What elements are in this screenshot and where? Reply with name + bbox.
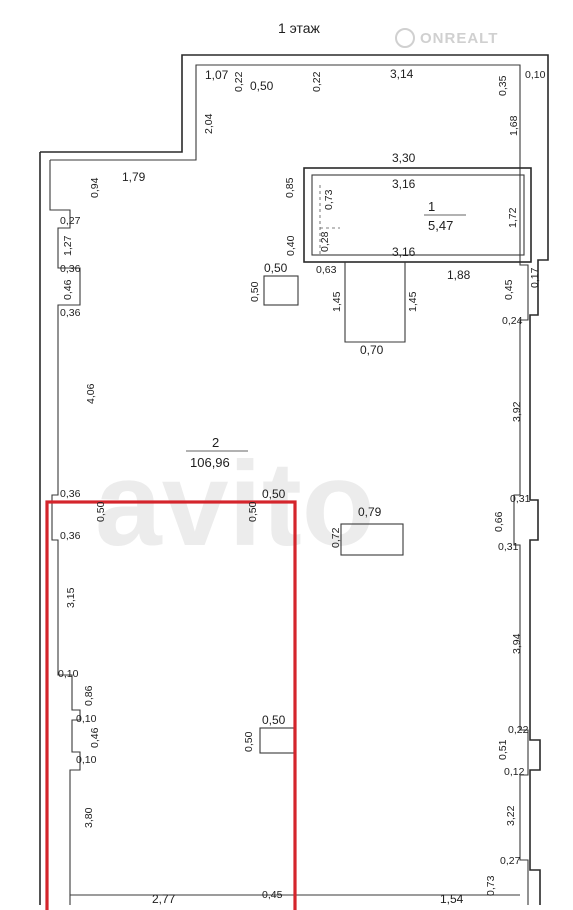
dim-label: 0,22 bbox=[233, 71, 245, 92]
dim-label: 0,66 bbox=[493, 511, 505, 532]
dim-label: 0,46 bbox=[62, 279, 74, 300]
column-upper bbox=[263, 275, 299, 306]
dim-label: 0,50 bbox=[95, 501, 107, 522]
dim-label: 0,50 bbox=[264, 261, 288, 275]
dim-label: 3,80 bbox=[83, 807, 95, 828]
dim-label: 1,88 bbox=[447, 268, 471, 282]
dim-label: 0,50 bbox=[262, 487, 286, 501]
dim-label: 0,22 bbox=[508, 724, 529, 736]
dim-label: 3,16 bbox=[392, 245, 416, 259]
column-middle bbox=[340, 523, 404, 556]
niche-outline bbox=[344, 262, 406, 343]
dim-label: 0,86 bbox=[83, 685, 95, 706]
dim-label: 0,10 bbox=[58, 668, 79, 680]
dim-label: 0,50 bbox=[243, 731, 255, 752]
dim-label: 0,73 bbox=[485, 875, 497, 896]
dim-label: 0,24 bbox=[502, 315, 523, 327]
dim-label: 1,79 bbox=[122, 170, 146, 184]
dim-label: 1,68 bbox=[508, 115, 520, 136]
watermark-brand: ONREALT bbox=[420, 30, 498, 47]
watermark-logo-icon bbox=[395, 28, 415, 48]
dim-label: 0,70 bbox=[360, 343, 384, 357]
dim-label: 1,45 bbox=[331, 291, 343, 312]
dim-label: 1,07 bbox=[205, 68, 229, 82]
room-1-area: 5,47 bbox=[428, 218, 453, 233]
dim-label: 0,12 bbox=[504, 766, 525, 778]
dim-label: 1,54 bbox=[440, 892, 464, 906]
dim-label: 0,17 bbox=[529, 267, 541, 288]
dim-label: 0,94 bbox=[89, 177, 101, 198]
dim-label: 0,51 bbox=[497, 739, 509, 760]
dim-label: 3,22 bbox=[505, 805, 517, 826]
dim-label: 0,10 bbox=[76, 754, 97, 766]
dim-label: 1,72 bbox=[507, 207, 519, 228]
dim-label: 3,14 bbox=[390, 67, 414, 81]
dim-label: 0,50 bbox=[247, 501, 259, 522]
dim-label: 0,63 bbox=[316, 264, 337, 276]
dim-label: 0,27 bbox=[500, 855, 521, 867]
dim-label: 0,31 bbox=[510, 493, 531, 505]
dim-label: 0,73 bbox=[323, 189, 335, 210]
dim-label: 0,27 bbox=[60, 215, 81, 227]
dim-label: 0,46 bbox=[89, 727, 101, 748]
dim-label: 0,31 bbox=[498, 541, 519, 553]
dim-label: 3,92 bbox=[511, 401, 523, 422]
dim-label: 0,36 bbox=[60, 488, 81, 500]
dim-label: 0,36 bbox=[60, 530, 81, 542]
dim-label: 0,45 bbox=[262, 889, 283, 901]
dim-label: 0,35 bbox=[497, 75, 509, 96]
dim-label: 0,36 bbox=[60, 307, 81, 319]
highlight-frame bbox=[45, 500, 297, 910]
dim-label: 0,28 bbox=[319, 231, 331, 252]
dim-label: 0,45 bbox=[503, 279, 515, 300]
dim-label: 0,50 bbox=[262, 713, 286, 727]
dim-label: 3,30 bbox=[392, 151, 416, 165]
dim-label: 4,06 bbox=[85, 383, 97, 404]
dim-label: 3,16 bbox=[392, 177, 416, 191]
dim-label: 0,10 bbox=[76, 713, 97, 725]
dim-label: 0,79 bbox=[358, 505, 382, 519]
dim-label: 3,15 bbox=[65, 587, 77, 608]
column-lower bbox=[259, 727, 295, 754]
floor-title: 1 этаж bbox=[278, 20, 321, 36]
dim-label: 0,50 bbox=[250, 79, 274, 93]
room-2-area: 106,96 bbox=[190, 455, 230, 470]
dim-label: 3,94 bbox=[511, 633, 523, 654]
dim-label: 1,27 bbox=[62, 235, 74, 256]
room-1-outline bbox=[303, 167, 532, 263]
room-1-number: 1 bbox=[428, 199, 435, 214]
room-2-number: 2 bbox=[212, 435, 219, 450]
dim-label: 1,45 bbox=[407, 291, 419, 312]
dim-label: 0,85 bbox=[284, 177, 296, 198]
dim-label: 0,10 bbox=[525, 69, 546, 81]
dim-label: 0,22 bbox=[311, 71, 323, 92]
dim-label: 0,40 bbox=[285, 235, 297, 256]
dim-label: 2,77 bbox=[152, 892, 176, 906]
dim-label: 2,04 bbox=[203, 113, 215, 134]
watermark-avito: avito bbox=[95, 437, 375, 571]
dim-label: 0,50 bbox=[249, 281, 261, 302]
dim-label: 0,36 bbox=[60, 263, 81, 275]
dim-label: 0,72 bbox=[330, 527, 342, 548]
dimension-labels: 1,07 0,22 0,50 0,22 3,14 0,35 0,10 2,04 … bbox=[58, 67, 546, 906]
watermark-onrealt: ONREALT bbox=[395, 28, 498, 48]
